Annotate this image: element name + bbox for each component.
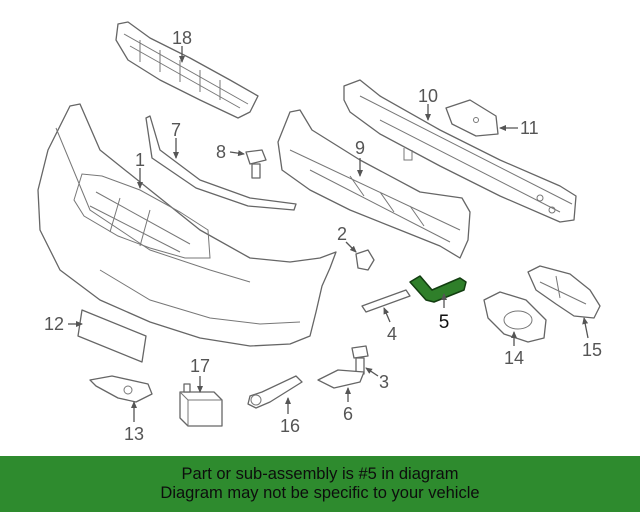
part-7-molding: [145, 115, 297, 211]
part-14-fog-bezel: [483, 291, 547, 343]
part-6-small-bracket: [317, 369, 365, 389]
leader-8: [229, 150, 245, 157]
part-4-strip: [361, 289, 411, 313]
part-1-bumper-cover: [37, 103, 337, 347]
parts-diagram: 18 1 7 8 9 10 11 2 12 4 5 14 15 3 6 16 1…: [37, 21, 602, 444]
part-10-reinforcement-beam: [343, 79, 577, 223]
callout-12: 12: [44, 314, 64, 334]
callout-10: 10: [418, 86, 438, 106]
callout-5: 5: [439, 312, 450, 333]
leader-15: [582, 317, 589, 339]
leader-lines: [68, 46, 589, 422]
part-9-absorber: [277, 109, 471, 259]
banner-line-2: Diagram may not be specific to your vehi…: [160, 484, 480, 502]
part-17-sensor-module: [179, 383, 223, 427]
callout-18: 18: [172, 28, 192, 48]
part-13-bracket: [89, 375, 153, 403]
part-2-clip: [355, 249, 375, 271]
part-5-bracket-highlighted: [409, 275, 467, 303]
part-15-fog-bracket: [527, 265, 601, 319]
callout-13: 13: [124, 424, 144, 444]
callout-3: 3: [379, 372, 389, 392]
callout-numbers: 18 1 7 8 9 10 11 2 12 4 5 14 15 3 6 16 1…: [44, 28, 602, 444]
callout-1: 1: [135, 150, 145, 170]
leader-4: [383, 307, 391, 323]
part-12-license-bracket: [77, 309, 147, 363]
leader-3: [365, 367, 379, 377]
callout-8: 8: [216, 142, 226, 162]
callout-2: 2: [337, 224, 347, 244]
callout-14: 14: [504, 348, 524, 368]
callout-4: 4: [387, 324, 397, 344]
part-16-sensor: [247, 375, 303, 409]
callout-17: 17: [190, 356, 210, 376]
part-3-bolt: [351, 345, 369, 375]
part-8-bolt: [245, 149, 267, 179]
banner-line-1: Part or sub-assembly is #5 in diagram: [181, 465, 459, 483]
callout-7: 7: [171, 120, 181, 140]
callout-15: 15: [582, 340, 602, 360]
part-11-bracket: [445, 99, 499, 137]
part-18-upper-reinforcement: [115, 21, 259, 119]
callout-11: 11: [520, 118, 539, 138]
info-banner: Part or sub-assembly is #5 in diagram Di…: [0, 456, 640, 512]
leader-2: [345, 241, 357, 253]
callout-16: 16: [280, 416, 300, 436]
callout-9: 9: [355, 138, 365, 158]
callout-6: 6: [343, 404, 353, 424]
